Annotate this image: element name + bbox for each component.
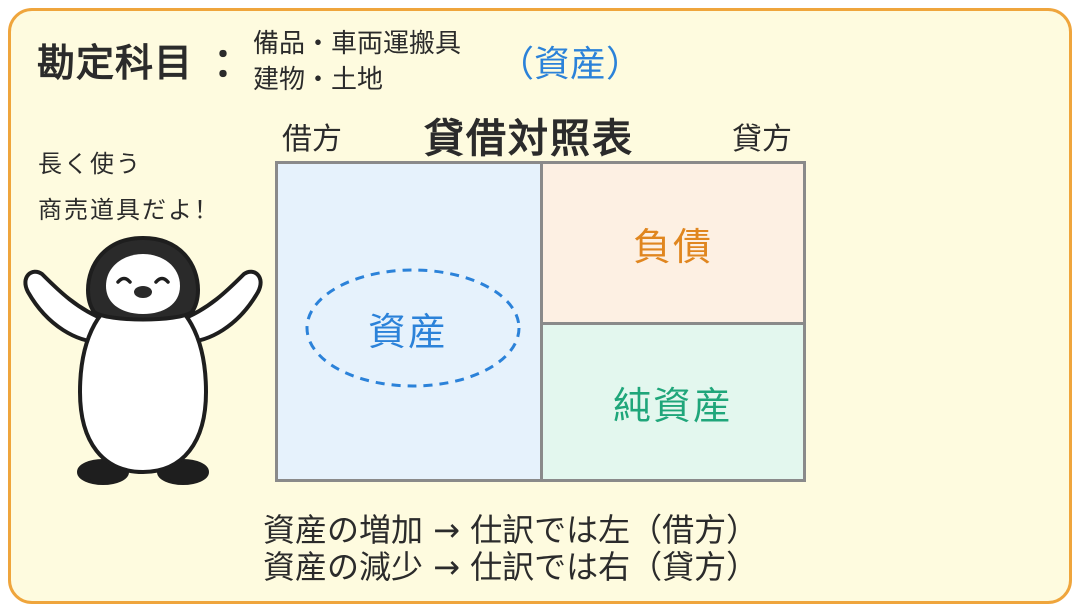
net-assets-label: 純資産	[612, 383, 733, 428]
assets-label: 資産	[368, 310, 449, 354]
speech-line2: 商売道具だよ！	[38, 196, 220, 224]
rule-decrease: 資産の減少 → 仕訳では右（貸方）	[263, 548, 759, 586]
assets-cell: 資産	[275, 161, 543, 482]
rule-increase: 資産の増加 → 仕訳では左（借方）	[263, 511, 759, 549]
debit-side-label: 借方	[282, 122, 342, 157]
liabilities-cell: 負債	[540, 161, 806, 325]
account-category: （資産）	[498, 44, 643, 85]
balance-sheet-box: 資産 負債 純資産	[275, 161, 806, 482]
heading-title: 勘定科目	[37, 41, 194, 85]
heading-colon: ：	[213, 40, 253, 86]
account-items-line1: 備品・車両運搬具	[253, 29, 462, 59]
net-assets-cell: 純資産	[540, 322, 806, 482]
credit-side-label: 貸方	[732, 122, 792, 157]
assets-highlight-ellipse	[305, 268, 521, 388]
liabilities-label: 負債	[632, 224, 713, 269]
speech-line1: 長く使う	[38, 150, 142, 178]
penguin-illustration	[23, 236, 263, 485]
balance-sheet-title: 貸借対照表	[424, 116, 634, 162]
account-items-line2: 建物・土地	[253, 65, 384, 95]
